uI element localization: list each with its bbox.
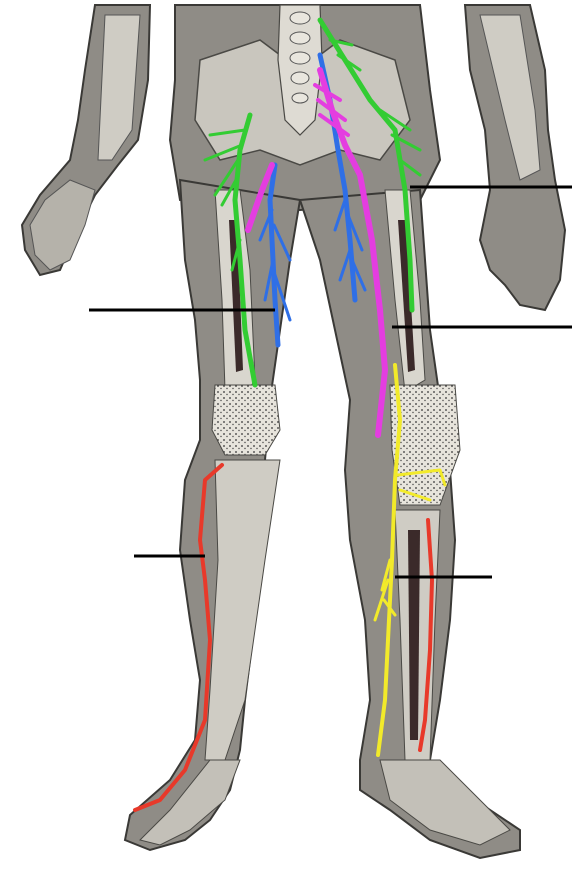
right-foot-bones [380, 760, 510, 845]
left-knee [212, 385, 280, 455]
left-hand-fingers [30, 180, 95, 270]
right-tibia-canal [408, 530, 420, 740]
